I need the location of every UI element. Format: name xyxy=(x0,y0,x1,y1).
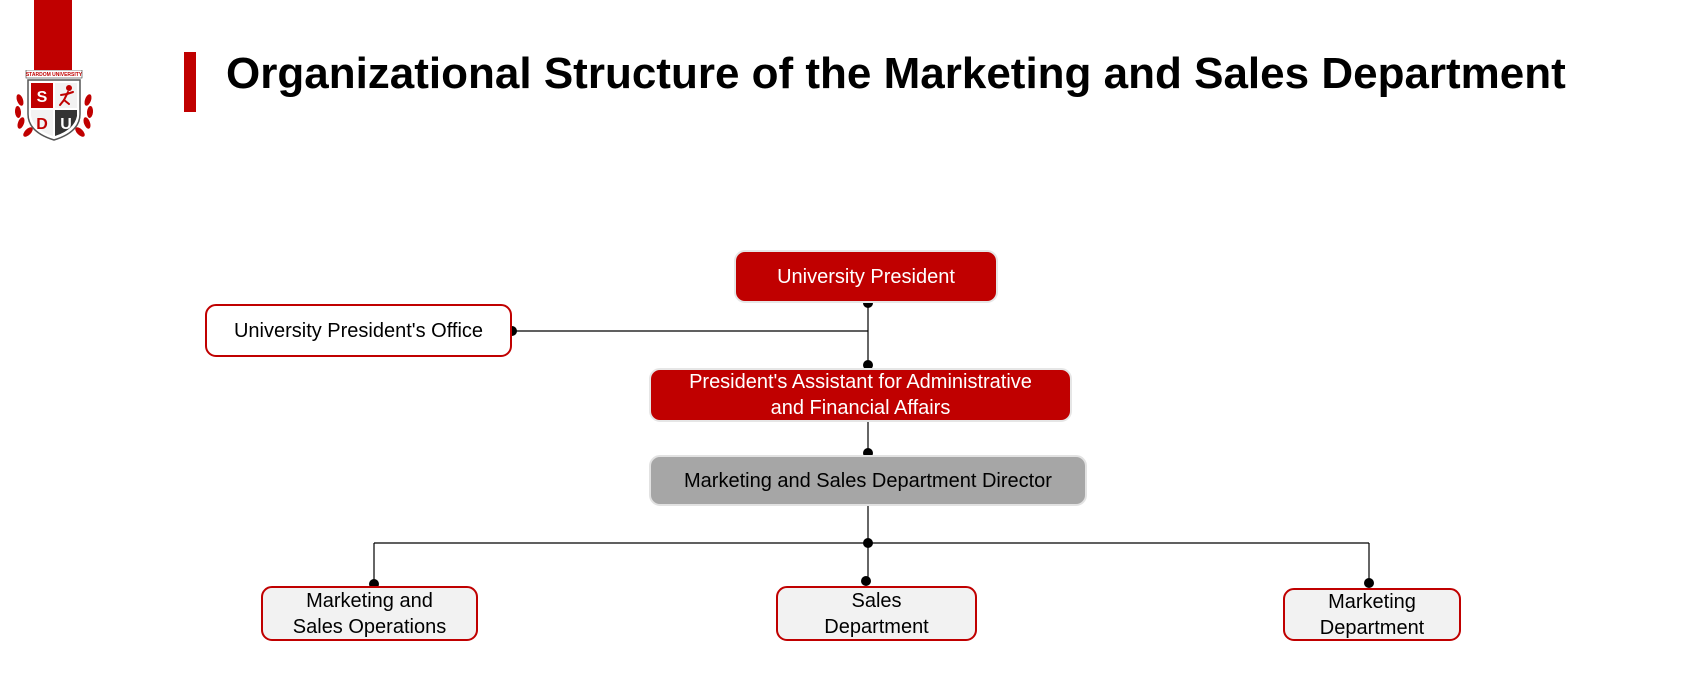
university-logo: STARDOM UNIVERSITY S D U xyxy=(12,69,96,142)
node-department-director: Marketing and Sales Department Director xyxy=(649,455,1087,506)
logo-letter-u: U xyxy=(60,116,72,133)
title-accent-bar xyxy=(184,52,196,112)
logo-letter-d: D xyxy=(36,116,48,133)
node-university-president: University President xyxy=(734,250,998,303)
node-president-assistant: President's Assistant for Administrative… xyxy=(649,368,1072,422)
page-title: Organizational Structure of the Marketin… xyxy=(226,49,1566,98)
node-sales-department: Sales Department xyxy=(776,586,977,641)
logo-letter-s: S xyxy=(37,89,48,106)
node-marketing-sales-operations: Marketing and Sales Operations xyxy=(261,586,478,641)
node-president-office: University President's Office xyxy=(205,304,512,357)
runner-icon xyxy=(59,85,74,106)
logo-banner-text: STARDOM UNIVERSITY xyxy=(26,72,83,78)
brand-top-bar xyxy=(34,0,72,78)
node-marketing-department: Marketing Department xyxy=(1283,588,1461,641)
